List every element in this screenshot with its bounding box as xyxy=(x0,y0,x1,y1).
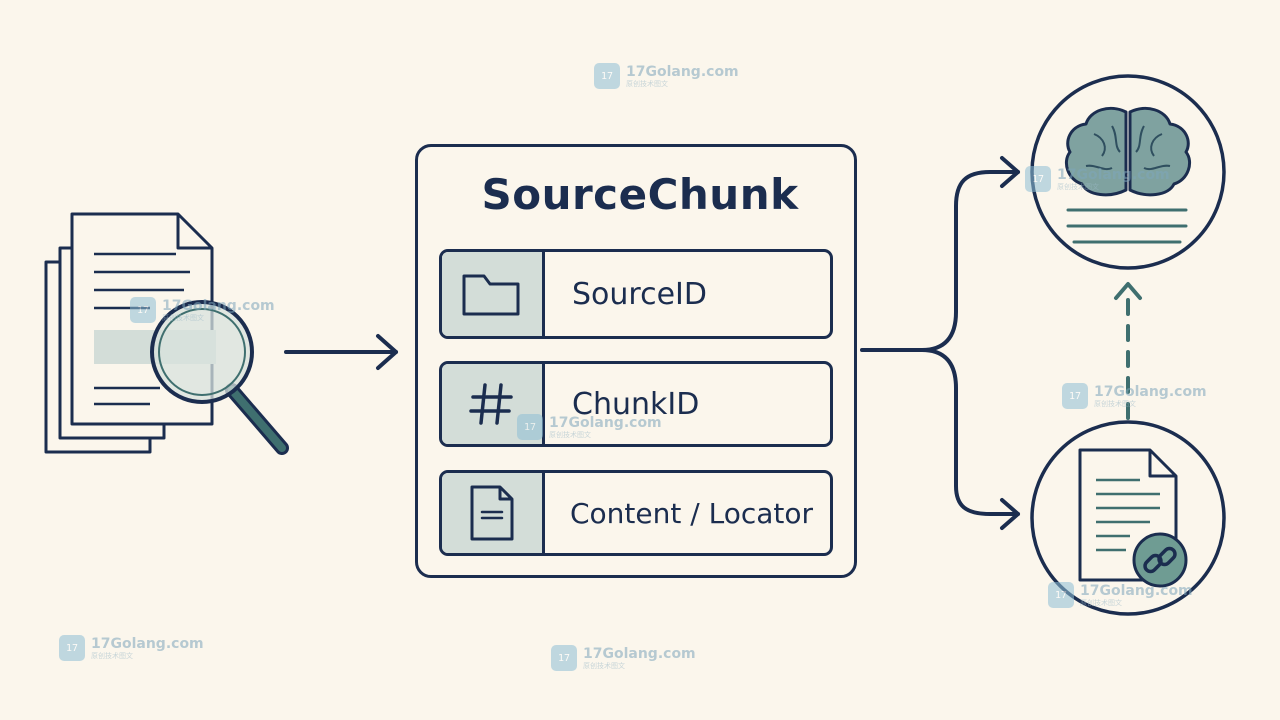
watermark-logo-icon: 17 xyxy=(59,635,85,661)
folder-icon xyxy=(462,274,520,316)
field-label: Content / Locator xyxy=(570,496,814,530)
watermark-name: 17Golang.com xyxy=(583,645,696,662)
watermark-sub: 原创技术图文 xyxy=(1057,182,1099,191)
watermark-name: 17Golang.com xyxy=(91,635,204,652)
watermark-name: 17Golang.com xyxy=(1094,383,1207,400)
field-icon-cell xyxy=(442,473,545,553)
brain-icon xyxy=(1065,107,1191,197)
magnifier-icon xyxy=(150,300,289,455)
watermark-logo-icon: 17 xyxy=(594,63,620,89)
watermark-sub: 原创技术图文 xyxy=(162,313,204,322)
field-source-id: SourceID xyxy=(439,249,833,339)
watermark-name: 17Golang.com xyxy=(626,63,739,80)
link-icon xyxy=(1132,532,1188,588)
watermark-sub: 原创技术图文 xyxy=(626,79,668,88)
watermark-name: 17Golang.com xyxy=(162,297,275,314)
watermark-name: 17Golang.com xyxy=(549,414,662,431)
field-label: ChunkID xyxy=(572,386,700,422)
watermark-logo-icon: 17 xyxy=(1048,582,1074,608)
hash-icon xyxy=(469,383,513,425)
watermark-sub: 原创技术图文 xyxy=(91,651,133,660)
watermark-name: 17Golang.com xyxy=(1057,166,1170,183)
watermark-logo-icon: 17 xyxy=(1025,166,1051,192)
watermark-sub: 原创技术图文 xyxy=(1094,399,1136,408)
field-content-locator: Content / Locator xyxy=(439,470,833,556)
field-label: SourceID xyxy=(572,276,707,312)
card-title: SourceChunk xyxy=(481,170,799,219)
input-arrow xyxy=(284,334,398,370)
dashed-relation-arrow xyxy=(1114,282,1142,420)
watermark-logo-icon: 17 xyxy=(130,297,156,323)
watermark-sub: 原创技术图文 xyxy=(1080,598,1122,607)
watermark-logo-icon: 17 xyxy=(517,414,543,440)
watermark-sub: 原创技术图文 xyxy=(583,661,625,670)
text-lines xyxy=(1066,208,1188,244)
watermark-sub: 原创技术图文 xyxy=(549,430,591,439)
watermark-name: 17Golang.com xyxy=(1080,582,1193,599)
field-chunk-id: ChunkID xyxy=(439,361,833,447)
citation-node xyxy=(1030,420,1226,616)
document-icon xyxy=(470,485,514,541)
branch-arrows xyxy=(860,156,1020,530)
field-icon-cell xyxy=(442,252,545,336)
watermark-logo-icon: 17 xyxy=(1062,383,1088,409)
watermark-logo-icon: 17 xyxy=(551,645,577,671)
